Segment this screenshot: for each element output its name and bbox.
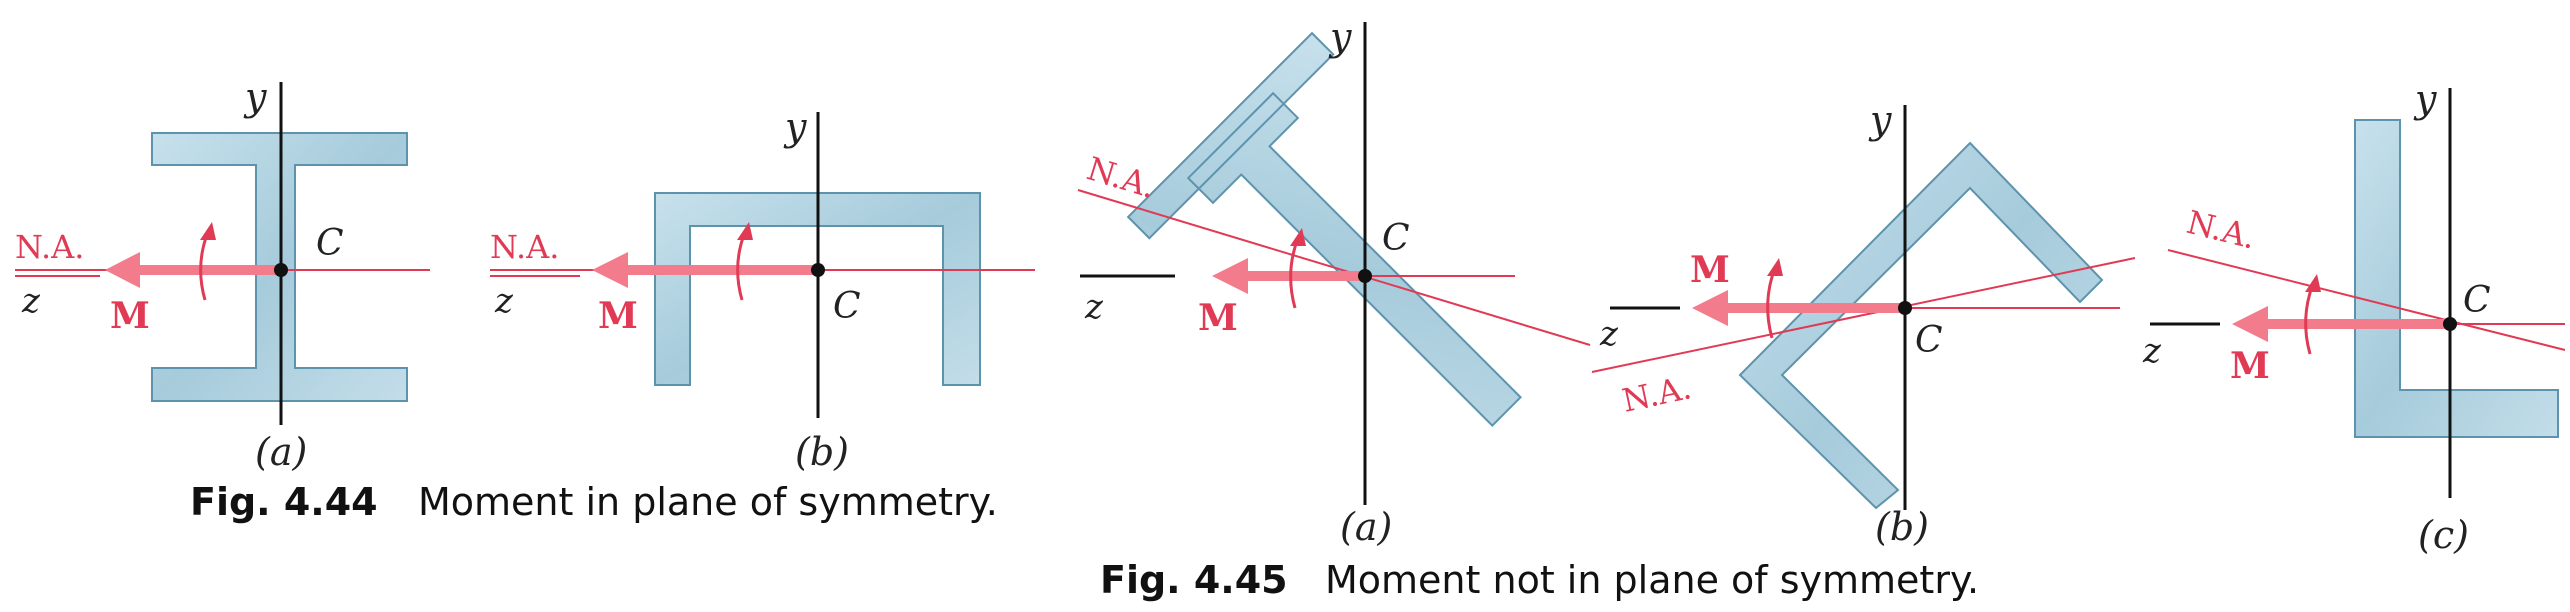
moment-arrowhead <box>592 252 628 288</box>
moment-arrowhead <box>1212 258 1248 294</box>
moment-label: M <box>598 295 638 337</box>
caption-text: Moment not in plane of symmetry. <box>1325 558 1979 602</box>
centroid-label: C <box>1382 218 1410 259</box>
panel-letter: (c) <box>2418 513 2469 557</box>
centroid-point <box>1898 301 1912 315</box>
neutral-axis-label: N.A. <box>15 228 84 266</box>
neutral-axis-line <box>1077 189 1591 346</box>
z-axis-label: z <box>21 281 41 321</box>
neutral-axis-label: N.A. <box>490 228 559 266</box>
moment-label: M <box>1198 297 1238 339</box>
centroid-label: C <box>316 223 344 264</box>
y-axis-label: y <box>1868 98 1892 142</box>
moment-label: M <box>110 295 150 337</box>
moment-label: M <box>2230 345 2270 387</box>
fig-4-45-panel-c: y C N.A. z M (c) <box>2142 77 2566 557</box>
centroid-point <box>2443 317 2457 331</box>
caption-number: Fig. 4.45 <box>1100 558 1288 602</box>
y-axis-label: y <box>1328 15 1352 59</box>
fig-4-44-panel-b: y C N.A. z M (b) <box>490 105 1035 474</box>
y-axis-label: y <box>2413 77 2437 121</box>
centroid-label: C <box>833 286 861 327</box>
centroid-label: C <box>2463 280 2491 321</box>
z-axis-label: z <box>1599 314 1619 354</box>
fig-4-45-caption: Fig. 4.45 Moment not in plane of symmetr… <box>1100 558 1979 602</box>
caption-number: Fig. 4.44 <box>190 480 378 524</box>
centroid-point <box>274 263 288 277</box>
centroid-point <box>811 263 825 277</box>
z-axis-label: z <box>494 281 514 321</box>
rotation-arrowhead <box>2305 274 2321 292</box>
rotation-arrowhead <box>1290 228 1306 246</box>
channel-section <box>654 192 981 386</box>
neutral-axis-label: N.A. <box>1083 149 1160 206</box>
neutral-axis-line <box>2167 249 2566 351</box>
y-axis-label: y <box>243 75 267 119</box>
fig-4-44-caption: Fig. 4.44 Moment in plane of symmetry. <box>190 480 998 524</box>
panel-letter: (b) <box>1875 505 1929 549</box>
z-axis-label: z <box>2142 331 2162 371</box>
angle-section <box>2354 119 2559 438</box>
fig-4-45-panel-a: y C N.A. z M (a) <box>1077 15 1591 549</box>
moment-arrowhead <box>105 252 140 288</box>
rotation-arrowhead <box>737 222 753 240</box>
y-axis-label: y <box>783 105 807 149</box>
fig-4-45-panel-b: y C N.A. z M (b) <box>1591 98 2136 549</box>
z-axis-label: z <box>1084 287 1104 327</box>
rotation-arrowhead <box>200 222 216 240</box>
neutral-axis-label: N.A. <box>2183 203 2260 257</box>
centroid-point <box>1358 269 1372 283</box>
panel-letter: (b) <box>795 430 849 474</box>
moment-label: M <box>1690 249 1730 291</box>
caption-text: Moment in plane of symmetry. <box>418 480 998 524</box>
fig-4-44-panel-a: y C N.A. z M (a) <box>15 75 430 474</box>
centroid-label: C <box>1915 320 1943 361</box>
rotated-tee-section <box>1126 31 1522 427</box>
neutral-axis-line <box>1591 257 2136 373</box>
panel-letter: (a) <box>1340 505 1392 549</box>
rotation-arrowhead <box>1767 258 1783 276</box>
panel-letter: (a) <box>255 430 307 474</box>
neutral-axis-label: N.A. <box>1619 368 1695 420</box>
moment-arrowhead <box>1692 290 1728 326</box>
moment-arrowhead <box>2232 306 2268 342</box>
